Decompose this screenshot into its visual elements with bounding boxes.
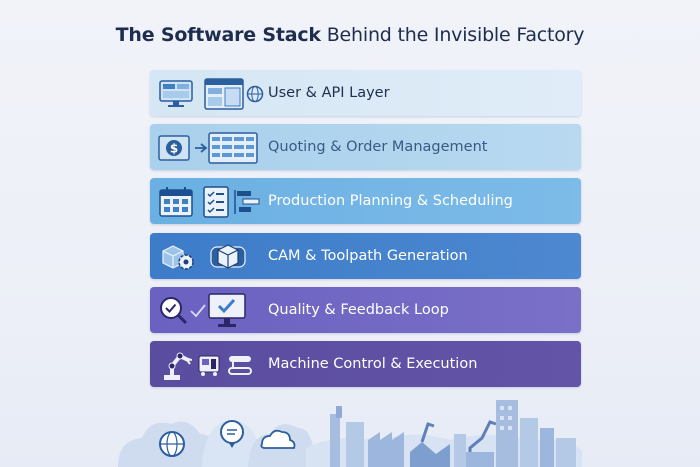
cloud-icon — [248, 424, 315, 467]
chat-bubble-icon — [202, 420, 262, 467]
layer-label: CAM & Toolpath Generation — [268, 248, 468, 264]
machine-icon — [198, 355, 220, 376]
conveyor-icon — [228, 356, 252, 375]
robot-arm-icon — [164, 352, 192, 380]
part-gear-icon — [162, 245, 194, 270]
app-window-icon — [204, 78, 244, 110]
layer-label: Production Planning & Scheduling — [268, 193, 513, 209]
checkmark-icon — [190, 304, 206, 318]
title-bold: The Software Stack — [115, 24, 321, 46]
globe-icon — [246, 85, 264, 103]
layer-production-planning: Production Planning & Scheduling — [150, 178, 581, 224]
footer-illustration — [118, 400, 582, 467]
3d-cube-icon — [210, 244, 246, 269]
title-rest: Behind the Invisible Factory — [320, 24, 585, 46]
layer-label: Machine Control & Execution — [268, 356, 478, 372]
monitor-icon — [159, 80, 193, 107]
order-table-icon — [208, 132, 258, 164]
layer-user-api: User & API Layer — [150, 70, 581, 116]
layer-label: Quoting & Order Management — [268, 139, 488, 155]
page-title: The Software Stack Behind the Invisible … — [0, 24, 700, 46]
layer-quality-feedback: Quality & Feedback Loop — [150, 287, 581, 333]
layer-quoting-order: $ Quoting & Order Management — [150, 124, 581, 170]
dollar-invoice-icon: $ — [158, 135, 190, 161]
calendar-icon — [159, 187, 193, 217]
checklist-icon — [203, 186, 229, 218]
svg-text:$: $ — [170, 142, 178, 156]
layer-cam-toolpath: CAM & Toolpath Generation — [150, 233, 581, 279]
monitor-check-icon — [208, 293, 246, 327]
magnifier-check-icon — [160, 297, 188, 325]
factory-skyline-icon — [306, 400, 582, 467]
arrow-right-icon — [195, 143, 208, 153]
layer-label: User & API Layer — [268, 85, 390, 101]
gantt-icon — [234, 190, 260, 214]
layer-label: Quality & Feedback Loop — [268, 302, 449, 318]
layer-machine-control: Machine Control & Execution — [150, 341, 581, 387]
cloud-globe-icon — [118, 421, 220, 467]
